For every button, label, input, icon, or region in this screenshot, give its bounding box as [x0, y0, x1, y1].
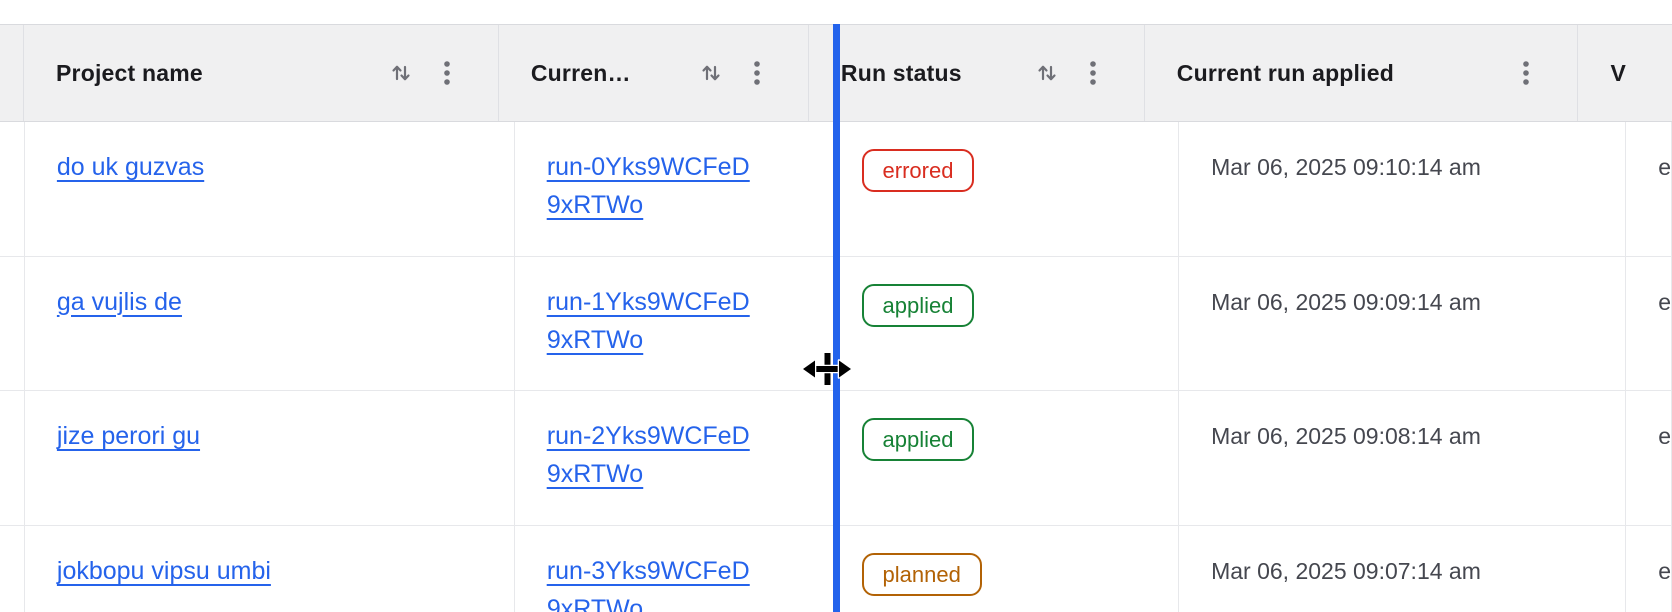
run-id-line-1: run-1Yks9WCFeD: [546, 287, 750, 316]
run-applied-timestamp: Mar 06, 2025 09:09:14 am: [1211, 288, 1481, 315]
cell-project-name: ga vujlis de: [25, 256, 515, 391]
status-badge: applied: [861, 418, 975, 462]
project-link[interactable]: ga vujlis de: [56, 287, 182, 316]
run-link[interactable]: run-1Yks9WCFeD 9xRTWo: [547, 283, 833, 359]
column-menu-kebab-icon[interactable]: [1521, 59, 1531, 87]
run-id-line-2: 9xRTWo: [546, 595, 644, 612]
header-cell-project-name: Project name: [24, 25, 499, 121]
overflow-cell-text: e: [1658, 423, 1671, 450]
cell-current-run: run-1Yks9WCFeD 9xRTWo: [515, 256, 834, 391]
column-resize-line[interactable]: [833, 24, 840, 612]
sort-icon[interactable]: [1034, 60, 1060, 86]
cell-leading-strip: [0, 256, 25, 391]
cell-overflow-column: e: [1626, 526, 1672, 612]
project-link[interactable]: jokbopu vipsu umbi: [56, 557, 271, 586]
cell-leading-strip: [0, 122, 25, 256]
table-row: jize perori gu run-2Yks9WCFeD 9xRTWo app…: [0, 391, 1672, 527]
cell-overflow-column: e: [1626, 122, 1672, 256]
overflow-cell-text: e: [1658, 288, 1671, 315]
cell-overflow-column: e: [1626, 391, 1672, 526]
run-link[interactable]: run-0Yks9WCFeD 9xRTWo: [547, 148, 833, 224]
run-id-line-2: 9xRTWo: [546, 191, 644, 219]
header-cell-current-run-applied: Current run applied: [1145, 25, 1579, 121]
run-link[interactable]: run-3Yks9WCFeD 9xRTWo: [547, 552, 833, 612]
header-cell-run-status: Run status: [809, 25, 1145, 121]
overflow-cell-text: e: [1658, 154, 1671, 180]
run-applied-timestamp: Mar 06, 2025 09:07:14 am: [1211, 558, 1481, 585]
run-id-line-2: 9xRTWo: [546, 460, 644, 489]
cell-run-status: errored: [834, 122, 1180, 256]
status-badge: applied: [861, 283, 975, 327]
project-link[interactable]: jize perori gu: [56, 422, 201, 451]
cell-current-run-applied: Mar 06, 2025 09:08:14 am: [1179, 391, 1627, 526]
cell-run-status: planned: [834, 526, 1180, 612]
header-cell-leading-strip: [0, 25, 24, 121]
run-applied-timestamp: Mar 06, 2025 09:08:14 am: [1211, 423, 1481, 450]
current-run-column-label: Curren…: [530, 59, 631, 86]
cell-project-name: jokbopu vipsu umbi: [25, 526, 515, 612]
cell-current-run-applied: Mar 06, 2025 09:07:14 am: [1179, 526, 1627, 612]
cell-current-run: run-2Yks9WCFeD 9xRTWo: [515, 391, 834, 526]
cell-current-run: run-0Yks9WCFeD 9xRTWo: [515, 122, 834, 256]
overflow-cell-text: e: [1658, 558, 1671, 585]
project-name-column-label: Project name: [56, 59, 203, 86]
header-cell-current-run: Curren…: [499, 25, 809, 121]
sort-icon[interactable]: [698, 60, 724, 86]
cell-leading-strip: [0, 391, 25, 526]
project-link[interactable]: do uk guzvas: [56, 153, 205, 181]
cell-overflow-column: e: [1626, 256, 1672, 391]
cell-project-name: jize perori gu: [25, 391, 515, 526]
run-status-column-label: Run status: [840, 59, 962, 86]
column-menu-kebab-icon[interactable]: [442, 59, 452, 87]
overflow-column-label: V: [1610, 59, 1626, 86]
cell-current-run-applied: Mar 06, 2025 09:10:14 am: [1179, 122, 1627, 256]
column-menu-kebab-icon[interactable]: [752, 59, 762, 87]
column-menu-kebab-icon[interactable]: [1088, 59, 1098, 87]
status-badge: planned: [861, 553, 982, 597]
run-id-line-2: 9xRTWo: [546, 325, 644, 354]
run-id-line-1: run-2Yks9WCFeD: [546, 422, 750, 451]
cell-current-run: run-3Yks9WCFeD 9xRTWo: [515, 526, 834, 612]
status-badge: errored: [861, 149, 975, 192]
run-id-line-1: run-0Yks9WCFeD: [546, 153, 750, 181]
run-applied-timestamp: Mar 06, 2025 09:10:14 am: [1211, 154, 1481, 180]
sort-icon[interactable]: [388, 60, 414, 86]
cell-current-run-applied: Mar 06, 2025 09:09:14 am: [1179, 256, 1627, 391]
header-cell-overflow-column: V: [1578, 25, 1672, 121]
run-link[interactable]: run-2Yks9WCFeD 9xRTWo: [547, 417, 833, 493]
cell-project-name: do uk guzvas: [25, 122, 515, 256]
current-run-applied-column-label: Current run applied: [1176, 59, 1394, 86]
cell-run-status: applied: [834, 391, 1180, 526]
cell-leading-strip: [0, 526, 25, 612]
run-id-line-1: run-3Yks9WCFeD: [546, 557, 750, 586]
cell-run-status: applied: [834, 256, 1180, 391]
